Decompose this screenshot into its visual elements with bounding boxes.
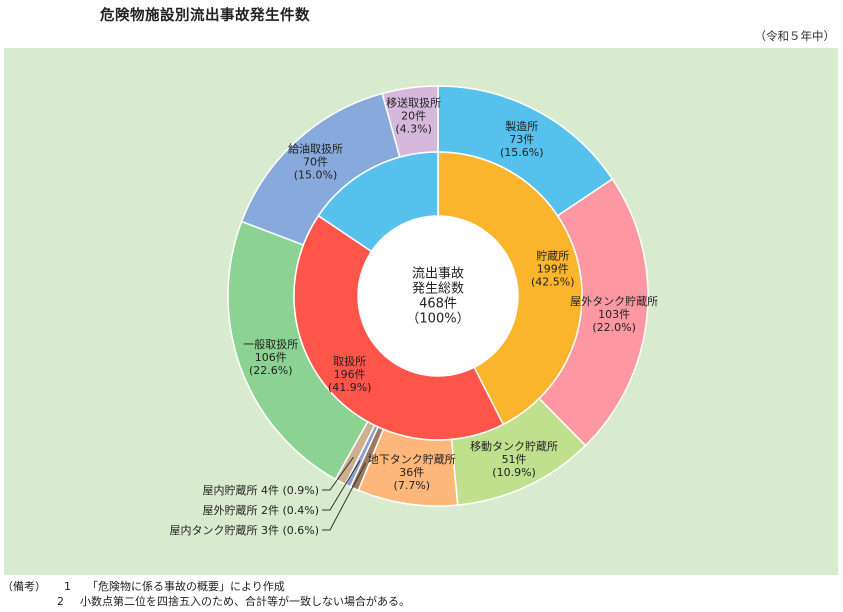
leader-line-5 xyxy=(322,460,361,511)
leader-label-4: 屋内タンク貯蔵所 3件 (0.6%) xyxy=(169,523,319,537)
note-head: （備考） xyxy=(2,580,46,593)
notes: （備考） 1 「危険物に係る事故の概要」により作成 2 小数点第二位を四捨五入のため、… xyxy=(2,579,410,609)
leader-line-6 xyxy=(322,456,354,491)
note-number: 2 xyxy=(57,595,64,608)
chart-title: 危険物施設別流出事故発生件数 xyxy=(100,8,310,24)
note-2: 2 小数点第二位を四捨五入のため、合計等が一致しない場合がある。 xyxy=(2,594,410,609)
leader-line-4 xyxy=(322,462,366,531)
note-number: 1 xyxy=(64,580,71,593)
note-1: （備考） 1 「危険物に係る事故の概要」により作成 xyxy=(2,579,410,594)
period-label: （令和５年中） xyxy=(754,29,836,43)
leader-label-6: 屋内貯蔵所 4件 (0.9%) xyxy=(202,483,319,497)
note-text: 小数点第二位を四捨五入のため、合計等が一致しない場合がある。 xyxy=(80,595,410,608)
leader-label-5: 屋外貯蔵所 2件 (0.4%) xyxy=(202,504,319,517)
note-text: 「危険物に係る事故の概要」により作成 xyxy=(87,580,285,593)
center-disc xyxy=(358,216,518,376)
